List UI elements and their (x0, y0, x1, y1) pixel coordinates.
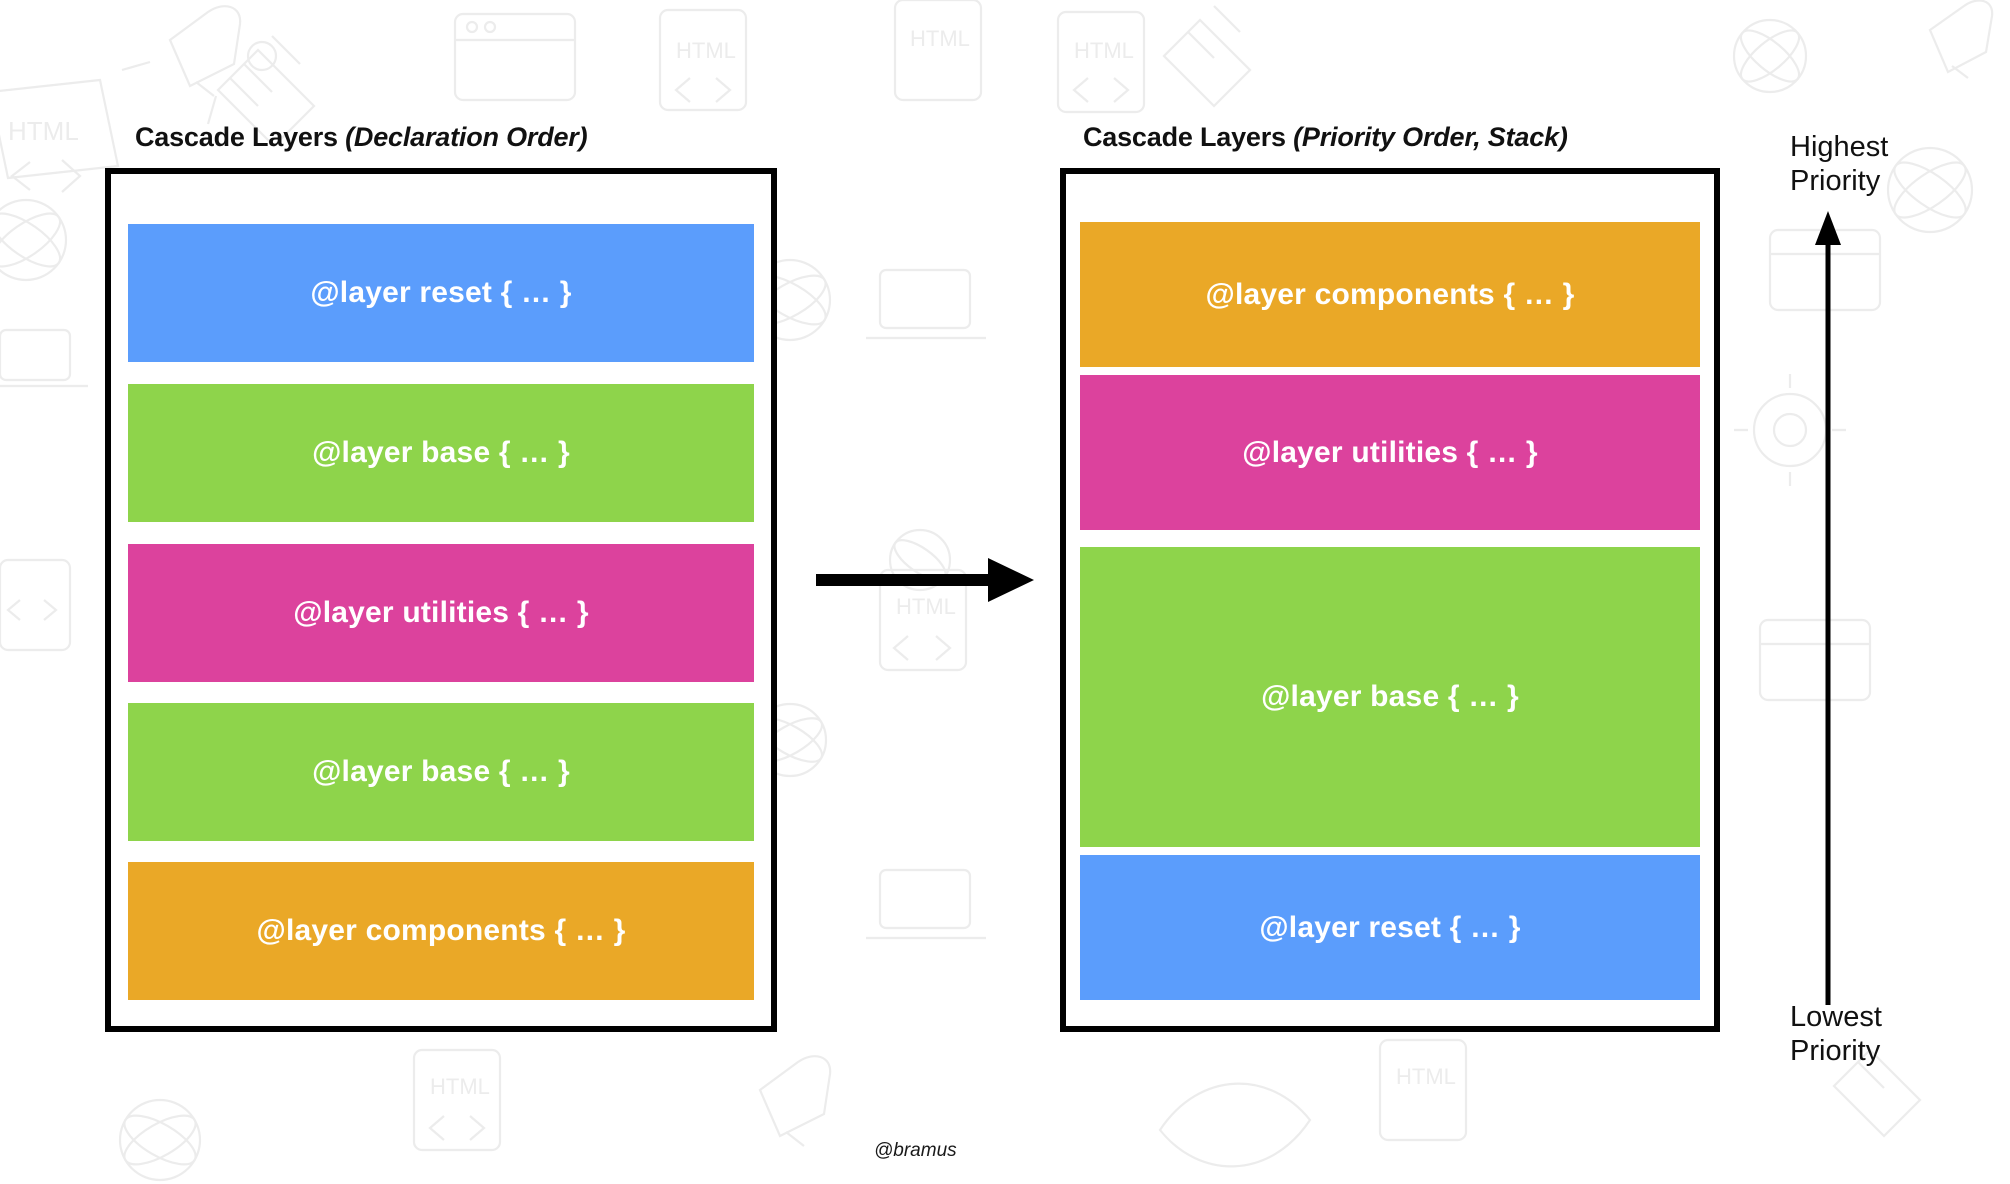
watermark-atom-icon (118, 1098, 202, 1182)
watermark-laptop-icon (866, 268, 986, 340)
transform-arrow-right (816, 558, 1034, 602)
lowest-priority-label: Lowest Priority (1790, 1000, 1950, 1068)
watermark-atom-icon (1732, 18, 1808, 94)
left-layer-bar-components[interactable]: @layer components { … } (128, 862, 754, 1000)
watermark-laptop-icon (0, 328, 88, 388)
watermark-html-file-icon: HTML (893, 0, 983, 102)
left-layer-bar-base-1[interactable]: @layer base { … } (128, 384, 754, 522)
watermark-browser-icon (453, 12, 577, 102)
watermark-html-file-icon: HTML (658, 8, 748, 112)
svg-text:HTML: HTML (910, 26, 970, 51)
right-layer-bar-components[interactable]: @layer components { … } (1080, 222, 1700, 367)
watermark-leaf-icon (1158, 1082, 1312, 1168)
priority-arrow-up (1815, 211, 1841, 1005)
highest-priority-line-1: Highest (1790, 131, 1889, 163)
right-layer-label-utilities: @layer utilities { … } (1242, 435, 1538, 469)
svg-text:HTML: HTML (1396, 1064, 1456, 1089)
svg-text:HTML: HTML (676, 38, 736, 63)
left-layer-bar-utilities[interactable]: @layer utilities { … } (128, 544, 754, 682)
watermark-html-file-icon (0, 558, 72, 652)
right-layer-bar-reset[interactable]: @layer reset { … } (1080, 855, 1700, 1000)
right-panel-title: Cascade Layers (Priority Order, Stack) (1083, 122, 1568, 153)
watermark-satellite-icon (1162, 5, 1252, 108)
watermark-rocket-icon (1928, 0, 1994, 79)
left-layer-label-components: @layer components { … } (256, 914, 626, 947)
right-panel-title-emphasis: (Priority Order, Stack) (1293, 122, 1568, 152)
svg-text:HTML: HTML (1074, 38, 1134, 63)
watermark-html-file-icon: HTML (0, 78, 120, 193)
highest-priority-label: Highest Priority (1790, 130, 1950, 198)
lowest-priority-line-1: Lowest (1790, 1001, 1882, 1033)
right-layer-label-components: @layer components { … } (1205, 277, 1575, 311)
right-layer-bar-base[interactable]: @layer base { … } (1080, 547, 1700, 847)
left-panel-title: Cascade Layers (Declaration Order) (135, 122, 588, 153)
watermark-atom-icon (0, 198, 68, 282)
left-layer-label-reset: @layer reset { … } (310, 276, 572, 309)
highest-priority-line-2: Priority (1790, 165, 1881, 198)
author-credit: @bramus (874, 1140, 957, 1161)
left-panel-title-main: Cascade Layers (135, 122, 346, 152)
watermark-html-file-icon: HTML (1056, 10, 1146, 114)
left-layer-label-utilities: @layer utilities { … } (293, 596, 589, 629)
right-layer-label-base: @layer base { … } (1261, 680, 1519, 713)
left-layer-bar-reset[interactable]: @layer reset { … } (128, 224, 754, 362)
watermark-html-file-icon: HTML (412, 1048, 502, 1152)
lowest-priority-line-2: Priority (1790, 1035, 1881, 1068)
right-panel-title-main: Cascade Layers (1083, 122, 1294, 152)
left-layer-label-base-1: @layer base { … } (312, 436, 570, 469)
watermark-rocket-icon (121, 5, 242, 125)
svg-text:HTML: HTML (430, 1074, 490, 1099)
watermark-rocket-icon (758, 1055, 832, 1147)
watermark-html-file-icon: HTML (1378, 1038, 1468, 1142)
left-layer-bar-base-2[interactable]: @layer base { … } (128, 703, 754, 841)
right-layer-label-reset: @layer reset { … } (1259, 910, 1521, 944)
watermark-laptop-icon (866, 868, 986, 940)
left-layer-label-base-2: @layer base { … } (312, 755, 570, 788)
right-layer-bar-utilities[interactable]: @layer utilities { … } (1080, 375, 1700, 530)
left-panel-title-emphasis: (Declaration Order) (345, 122, 588, 152)
svg-text:HTML: HTML (8, 116, 79, 146)
